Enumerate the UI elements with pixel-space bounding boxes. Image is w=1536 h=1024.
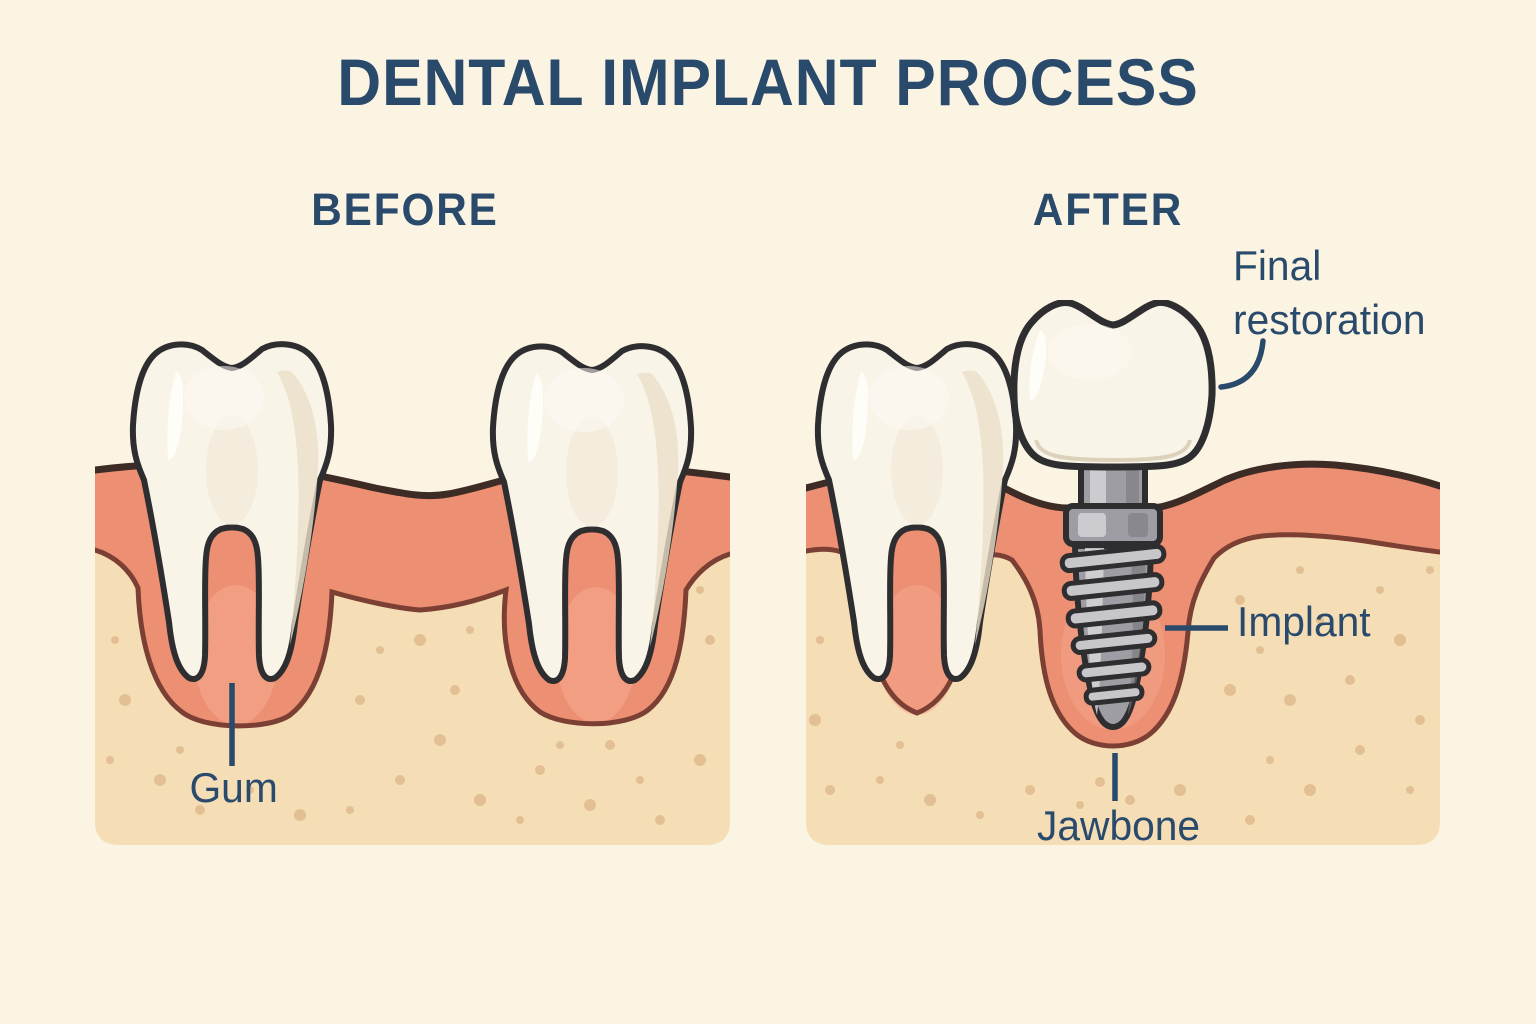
before-heading: BEFORE xyxy=(311,184,499,235)
gum-label: Gum xyxy=(189,764,278,811)
after-panel-illustration xyxy=(806,300,1440,845)
final-restoration-leader-line xyxy=(1218,338,1266,390)
before-panel-illustration xyxy=(95,344,730,845)
leader-lines xyxy=(229,338,1266,801)
implant-threads xyxy=(1059,543,1167,706)
gum-bone-boundary-before xyxy=(95,547,730,729)
implant-collar xyxy=(1063,503,1163,547)
after-heading: AFTER xyxy=(1032,184,1184,235)
final-restoration-label: Final restoration xyxy=(1233,242,1426,343)
bone-speckles-after xyxy=(809,566,1434,825)
implant-crown xyxy=(1010,300,1216,471)
implant-screw xyxy=(1059,543,1167,730)
jawbone-label: Jawbone xyxy=(1037,802,1201,849)
page-title: DENTAL IMPLANT PROCESS xyxy=(337,45,1199,119)
implant-label: Implant xyxy=(1237,598,1371,645)
bone-speckles-before xyxy=(106,586,715,825)
